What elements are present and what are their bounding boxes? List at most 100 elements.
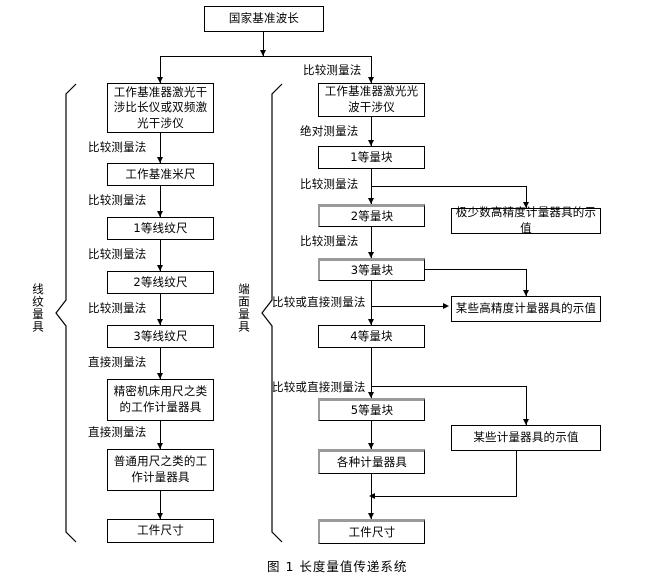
node-label: 2等量块 [350,208,394,223]
node-label: 4等量块 [350,328,393,343]
node-label: 各种计量器具 [336,454,408,469]
connector-side1-h-top [425,269,526,270]
node-side-0: 极少数高精度计量器具的示值 [451,205,601,235]
edge-label-right-2: 比较测量法 [300,234,359,248]
arrowhead-left-6 [157,443,163,449]
edge-label-right-4: 比较或直接测量法 [272,380,366,394]
group-label-line-gauges: 线纹量具 [31,283,45,333]
arrowhead-left-5 [157,373,163,379]
arrowhead-left-7 [157,513,163,519]
edge-label-left-2: 比较测量法 [88,247,147,261]
arrowhead-root-split [260,50,266,56]
figure-caption: 图 1 长度量值传递系统 [267,559,408,574]
brace-left-group [55,83,77,543]
node-label: 某些高精度计量器具的示值 [455,301,597,316]
node-label: 工作基准器激光光波干涉仪 [324,84,419,114]
connector-split-left [160,56,161,83]
node-label: 2等线纹尺 [133,274,188,289]
arrowhead-side2-feedback [369,493,375,499]
arrowhead-right-7 [368,513,374,519]
arrowhead-right-5 [368,392,374,398]
node-label: 1等量块 [350,149,393,164]
arrowhead-right-6 [368,443,374,449]
node-label: 工作基准米尺 [125,166,196,181]
node-right-3: 3等量块 [318,258,425,281]
group-label-end-gauges: 端面量具 [237,283,251,333]
node-national-standard-wavelength: 国家基准波长 [204,6,324,32]
node-label: 3等量块 [350,262,394,277]
arrowhead-side0 [523,202,529,208]
connector-left-0-1 [160,133,161,163]
node-label: 工件尺寸 [137,523,184,538]
brace-right-group [261,83,283,543]
connector-split-bus [160,56,372,57]
arrowhead-left-4 [157,319,163,325]
arrowhead-right-1 [368,140,374,146]
node-right-5: 5等量块 [318,398,425,421]
node-label: 国家基准波长 [228,11,300,26]
node-label: 1等线纹尺 [133,220,188,235]
node-left-5: 精密机床用尺之类的工作计量器具 [107,379,214,421]
edge-label-left-0: 比较测量法 [88,140,147,154]
node-right-4: 4等量块 [318,325,425,348]
connector-right-0-1 [371,117,372,146]
connector-side1-h-in [371,306,443,307]
arrowhead-left-2 [157,211,163,217]
connector-right-3-4 [371,281,372,325]
node-label: 5等量块 [350,402,394,417]
arrowhead-left-branch [157,77,163,83]
connector-split-right [371,56,372,83]
node-right-1: 1等量块 [318,146,425,169]
connector-left-1-2 [160,186,161,217]
node-right-7: 工件尺寸 [318,519,425,544]
edge-label-left-3: 比较测量法 [88,301,147,315]
connector-right-4-5 [371,348,372,398]
arrowhead-side1-in [443,303,449,309]
edge-label-left-1: 比较测量法 [88,193,147,207]
arrowhead-side2 [523,419,529,425]
arrowhead-side1-top [523,290,529,296]
edge-label-left-4: 直接测量法 [88,355,147,369]
connector-left-6-7 [160,491,161,519]
node-left-4: 3等线纹尺 [107,325,214,348]
node-label: 工作基准器激光干涉比长仪或双频激光干涉仪 [113,84,208,130]
connector-left-4-5 [160,348,161,379]
node-label: 精密机床用尺之类的工作计量器具 [113,384,208,414]
connector-side0-v [526,186,527,208]
node-label: 工件尺寸 [348,524,396,539]
edge-label-left-5: 直接测量法 [88,425,147,439]
node-left-6: 普通用尺之类的工作计量器具 [107,449,214,491]
node-right-2: 2等量块 [318,204,425,227]
edge-label-right-0: 绝对测量法 [300,124,359,138]
node-left-7: 工件尺寸 [107,519,214,543]
node-right-6: 各种计量器具 [318,449,425,474]
node-label: 普通用尺之类的工作计量器具 [113,454,208,484]
node-label: 某些计量器具的示值 [473,430,579,445]
node-side-2: 某些计量器具的示值 [451,425,601,451]
node-label: 3等线纹尺 [133,328,188,343]
arrowhead-right-branch [368,77,374,83]
arrowhead-right-2 [368,198,374,204]
connector-right-2-3 [371,227,372,258]
arrowhead-left-1 [157,157,163,163]
node-side-1: 某些高精度计量器具的示值 [451,296,601,322]
node-right-0: 工作基准器激光光波干涉仪 [318,83,425,117]
node-label: 极少数高精度计量器具的示值 [455,205,597,235]
connector-side2-feedback-h [375,496,517,497]
node-left-0: 工作基准器激光干涉比长仪或双频激光干涉仪 [107,83,214,133]
connector-side2-v [526,386,527,425]
node-left-2: 1等线纹尺 [107,217,214,240]
arrowhead-right-4 [368,319,374,325]
connector-left-2-3 [160,240,161,271]
connector-left-3-4 [160,294,161,325]
connector-side2-h [371,386,526,387]
arrowhead-left-3 [157,265,163,271]
edge-label-right-top: 比较测量法 [303,63,362,77]
connector-side2-feedback-v [516,451,517,496]
edge-label-right-3: 比较或直接测量法 [272,295,366,309]
node-left-1: 工作基准米尺 [107,163,214,186]
connector-side1-v [526,269,527,296]
connector-left-5-6 [160,421,161,449]
connector-root-down [263,32,264,56]
